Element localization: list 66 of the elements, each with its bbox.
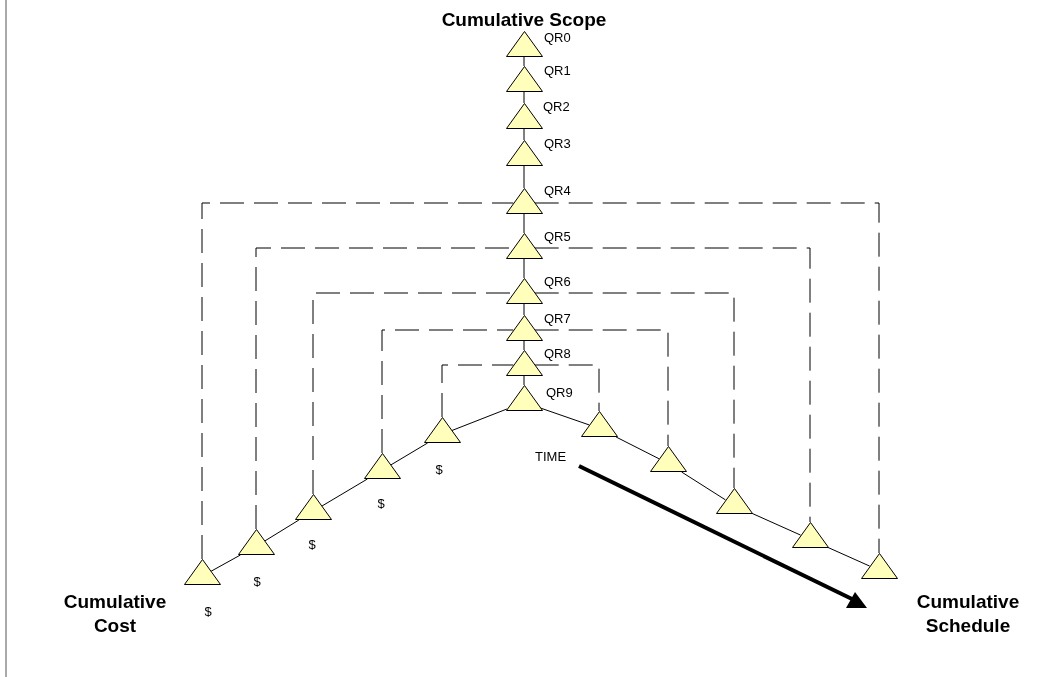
milestone-triangle (580, 411, 618, 437)
milestone-triangle (505, 140, 543, 166)
connector-line (523, 56, 525, 67)
dollar-sign: $ (253, 574, 261, 589)
milestone-triangle (237, 529, 275, 555)
connector-line (523, 258, 525, 279)
connector-line (827, 547, 871, 567)
milestone-triangle (423, 417, 461, 443)
connector-line (523, 303, 525, 316)
milestone-triangle (294, 494, 332, 520)
qr-label: QR5 (544, 229, 571, 244)
milestone-triangle (505, 188, 543, 214)
dashed-connector (534, 364, 600, 412)
connector-line (615, 436, 660, 460)
milestone-triangle (715, 488, 753, 514)
dollar-sign: $ (308, 537, 316, 552)
dashed-connector (201, 202, 514, 560)
milestone-triangle (505, 233, 543, 259)
connector-line (523, 213, 525, 234)
milestone-triangle (505, 350, 543, 376)
milestone-triangle (183, 559, 221, 585)
axis-title: Cumulative Schedule (915, 590, 1021, 638)
connector-line (264, 519, 300, 542)
connector-line (523, 91, 525, 104)
axis-label: TIME (535, 449, 567, 464)
connector-line (321, 478, 368, 507)
milestone-triangle (860, 553, 898, 579)
diagram-title: Cumulative Scope (440, 8, 608, 32)
qr-label: QR7 (544, 311, 571, 326)
dollar-sign: $ (377, 496, 385, 511)
milestone-triangle (505, 103, 543, 129)
milestone-triangle (505, 66, 543, 92)
dollar-sign: $ (204, 604, 212, 619)
connector-line (451, 408, 508, 432)
connector-line (523, 128, 525, 141)
milestone-triangle (505, 385, 543, 411)
milestone-triangle (505, 31, 543, 57)
connector-line (539, 407, 590, 426)
qr-label: QR2 (543, 99, 570, 114)
milestone-triangle (505, 315, 543, 341)
qr-label: QR8 (544, 346, 571, 361)
dashed-connector (534, 292, 735, 489)
connector-line (523, 375, 525, 386)
connector-line (523, 340, 525, 351)
qr-label: QR0 (544, 30, 571, 45)
qr-label: QR1 (544, 63, 571, 78)
dashed-connector (381, 329, 514, 454)
dashed-connector (534, 247, 811, 523)
milestone-triangle (791, 522, 829, 548)
dollar-sign: $ (435, 462, 443, 477)
connector-line (210, 554, 241, 572)
qr-label: QR4 (544, 183, 571, 198)
connector-line (390, 442, 429, 466)
axis-title: Cumulative Cost (62, 590, 168, 638)
qr-label: QR6 (544, 274, 571, 289)
qr-label: QR9 (546, 385, 573, 400)
dashed-connector (534, 329, 669, 447)
dashed-connector (441, 364, 514, 418)
connector-line (523, 165, 525, 189)
dashed-connector (534, 202, 880, 554)
milestone-triangle (505, 278, 543, 304)
milestone-triangle (363, 453, 401, 479)
connector-line (751, 512, 802, 536)
connector-line (681, 471, 726, 501)
qr-label: QR3 (544, 136, 571, 151)
milestone-triangle (649, 446, 687, 472)
